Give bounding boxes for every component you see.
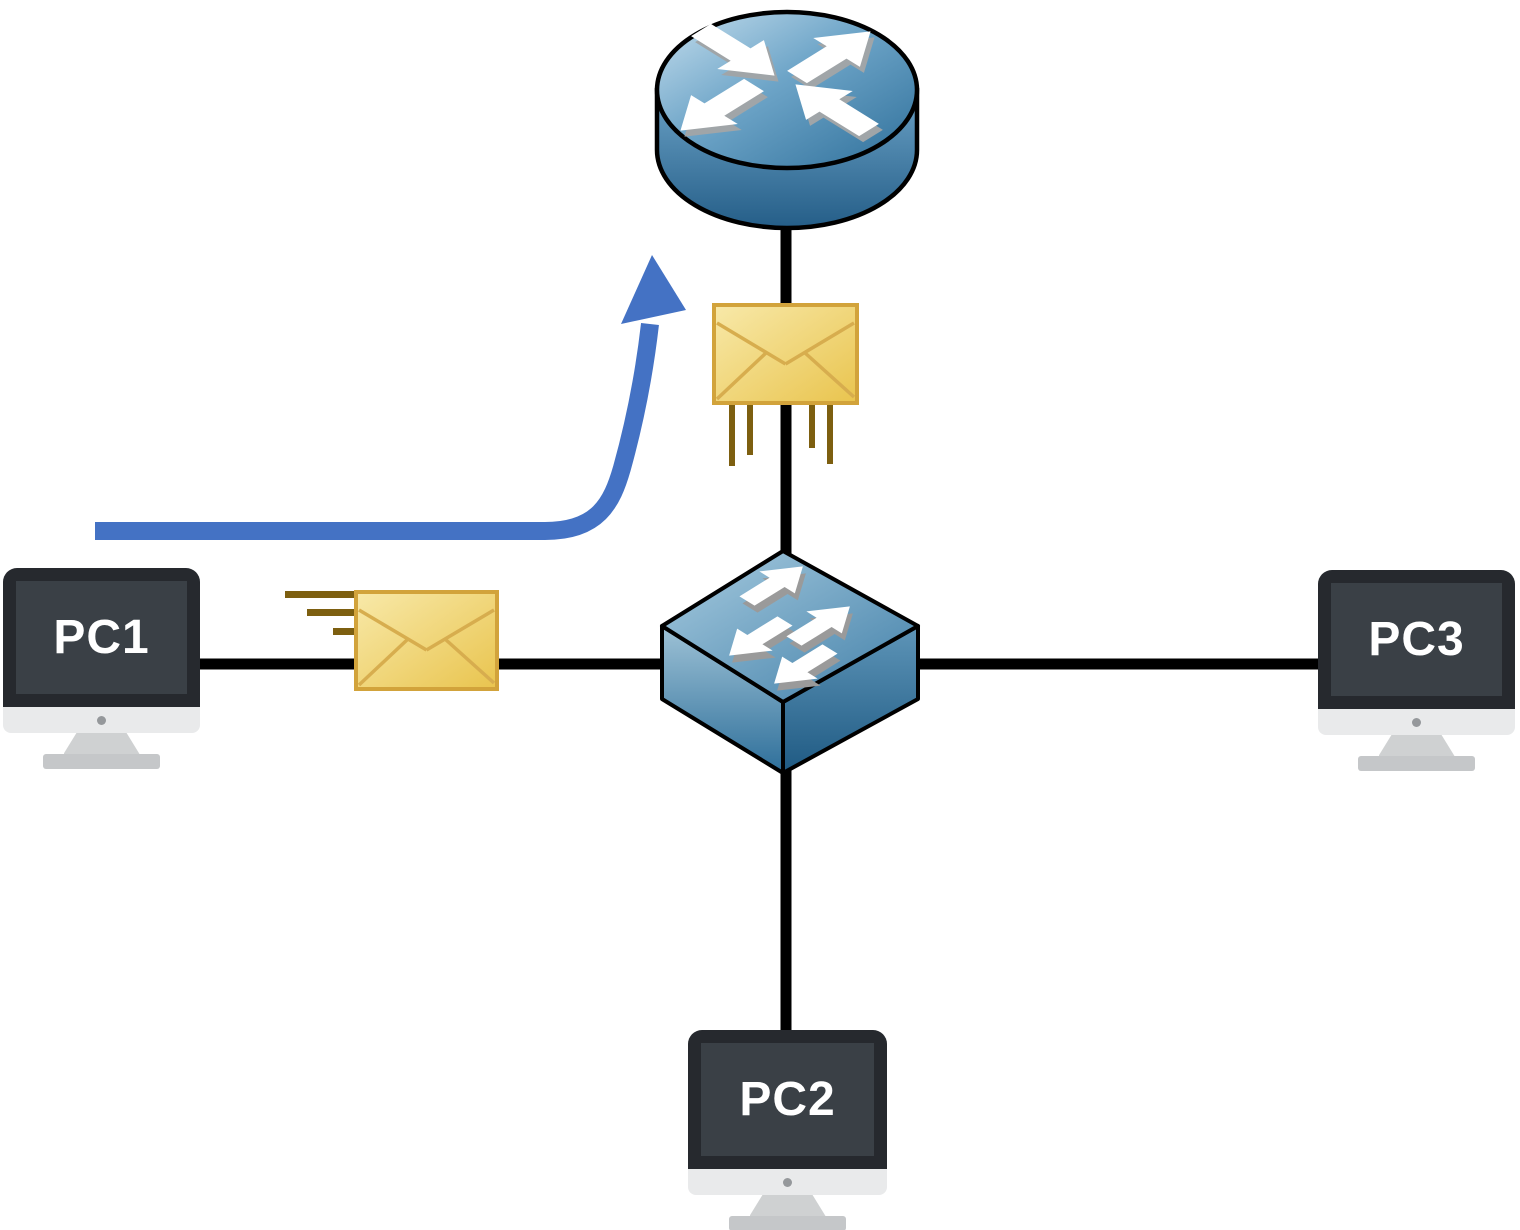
- packet-envelope-lan: [285, 590, 499, 691]
- envelope-icon: [712, 303, 859, 405]
- monitor-base: [729, 1216, 846, 1230]
- monitor-stand: [1378, 735, 1455, 756]
- motion-trail: [827, 402, 833, 464]
- motion-trail: [729, 402, 735, 466]
- monitor-bezel: PC1: [3, 568, 200, 707]
- flow-arrow-shaft: [95, 322, 659, 540]
- packet-envelope-uplink: [712, 303, 859, 466]
- pc3-label: PC3: [1368, 613, 1465, 666]
- camera-dot-icon: [783, 1177, 792, 1187]
- pc-node-pc2: PC2: [688, 1030, 887, 1230]
- camera-dot-icon: [97, 715, 106, 725]
- monitor-stand: [749, 1195, 826, 1216]
- router-icon: [654, 9, 920, 231]
- pc-node-pc3: PC3: [1318, 570, 1515, 771]
- monitor-bezel: PC2: [688, 1030, 887, 1169]
- speed-line: [307, 609, 357, 616]
- envelope-icon: [354, 590, 499, 691]
- motion-trail: [747, 402, 753, 455]
- pc1-label: PC1: [53, 611, 150, 664]
- switch-icon: [660, 549, 920, 775]
- monitor-screen: PC3: [1331, 583, 1502, 696]
- camera-dot-icon: [1412, 717, 1421, 727]
- flow-arrow-head: [621, 255, 686, 324]
- monitor-chin: [688, 1169, 887, 1195]
- monitor-stand: [63, 733, 140, 754]
- monitor-base: [43, 754, 160, 769]
- speed-line: [285, 591, 357, 598]
- curved-arrow-icon: [95, 255, 686, 540]
- monitor-chin: [1318, 709, 1515, 735]
- pc-node-pc1: PC1: [3, 568, 200, 769]
- motion-trail: [809, 402, 815, 448]
- pc2-label: PC2: [739, 1073, 836, 1126]
- monitor-screen: PC2: [701, 1043, 874, 1156]
- monitor-base: [1358, 756, 1475, 771]
- monitor-screen: PC1: [16, 581, 187, 694]
- monitor-chin: [3, 707, 200, 733]
- monitor-bezel: PC3: [1318, 570, 1515, 709]
- speed-line: [333, 628, 357, 635]
